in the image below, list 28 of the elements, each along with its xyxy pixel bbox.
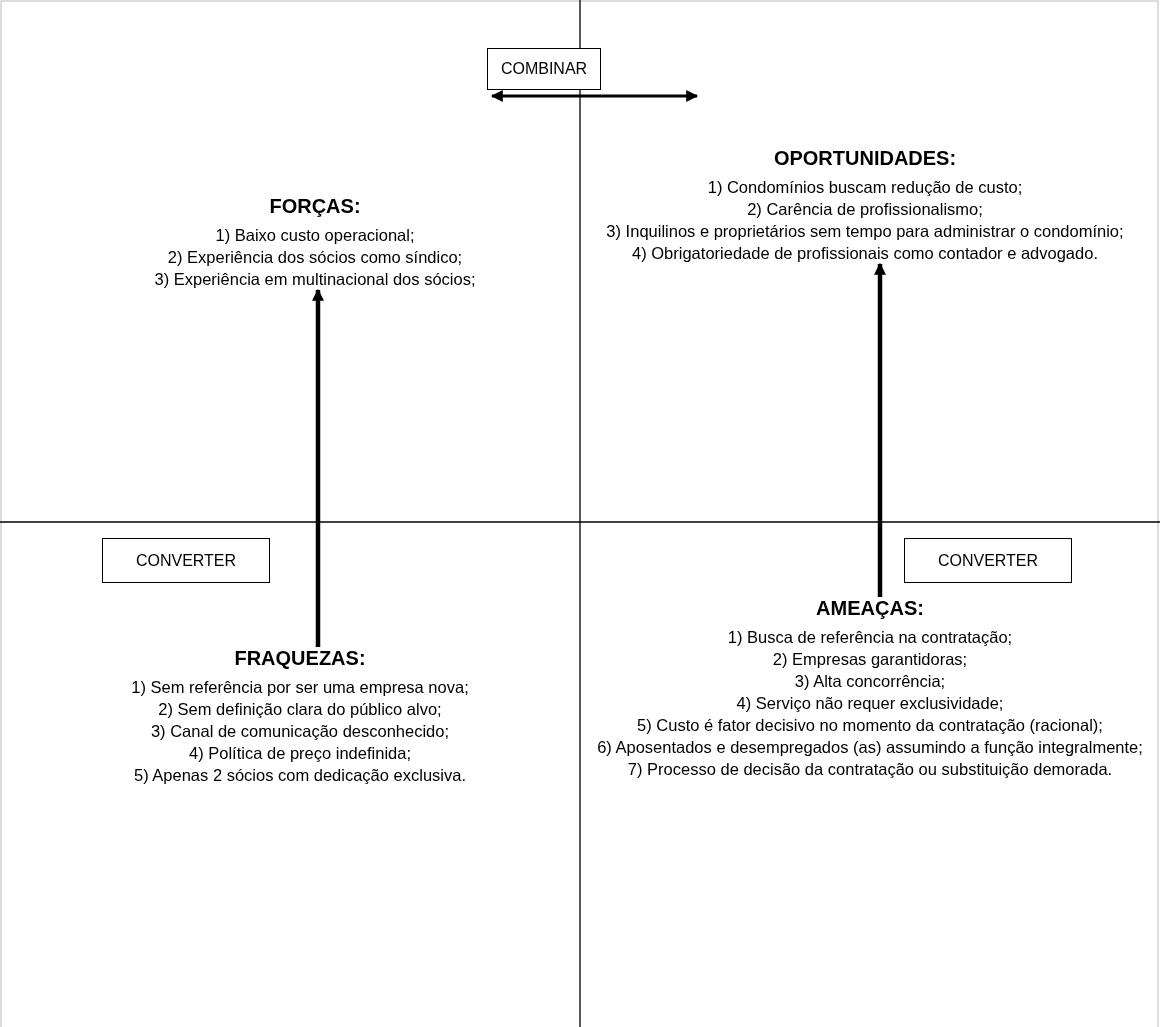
quadrant-heading: AMEAÇAS:	[816, 597, 924, 620]
label-box: CONVERTER	[102, 538, 270, 583]
list-item: 2) Sem definição clara do público alvo;	[157, 699, 443, 720]
label-box: COMBINAR	[487, 48, 601, 90]
list-item: 1) Baixo custo operacional;	[214, 225, 416, 246]
list-item: 2) Empresas garantidoras;	[771, 649, 969, 670]
list-item: 6) Aposentados e desempregados (as) assumindo a função integralmente;	[596, 737, 1144, 758]
list-item: 1) Sem referência por ser uma empresa nova;	[130, 677, 470, 698]
list-item: 2) Experiência dos sócios como síndico;	[166, 247, 464, 268]
list-item: 4) Serviço não requer exclusividade;	[735, 693, 1005, 714]
list-item: 5) Custo é fator decisivo no momento da contratação (racional);	[636, 715, 1104, 736]
list-item: 4) Obrigatoriedade de profissionais como contador e advogado.	[631, 243, 1099, 264]
list-item: 4) Política de preço indefinida;	[188, 743, 412, 764]
label-box: CONVERTER	[904, 538, 1072, 583]
quadrant-heading: FORÇAS:	[269, 195, 361, 218]
list-item: 1) Busca de referência na contratação;	[726, 627, 1014, 648]
arrow	[874, 262, 886, 597]
list-item: 1) Condomínios buscam redução de custo;	[706, 177, 1024, 198]
list-item: 5) Apenas 2 sócios com dedicação exclusiva.	[133, 765, 467, 786]
quadrant-heading: OPORTUNIDADES:	[773, 147, 957, 170]
list-item: 3) Canal de comunicação desconhecido;	[149, 721, 451, 742]
list-item: 2) Carência de profissionalismo;	[746, 199, 984, 220]
list-item: 3) Inquilinos e proprietários sem tempo para administrar o condomínio;	[605, 221, 1125, 242]
list-item: 3) Alta concorrência;	[793, 671, 947, 692]
arrow	[312, 288, 324, 647]
list-item: 7) Processo de decisão da contratação ou substituição demorada.	[626, 759, 1114, 780]
quadrant-heading: FRAQUEZAS:	[234, 647, 366, 670]
list-item: 3) Experiência em multinacional dos sócios;	[153, 269, 477, 290]
